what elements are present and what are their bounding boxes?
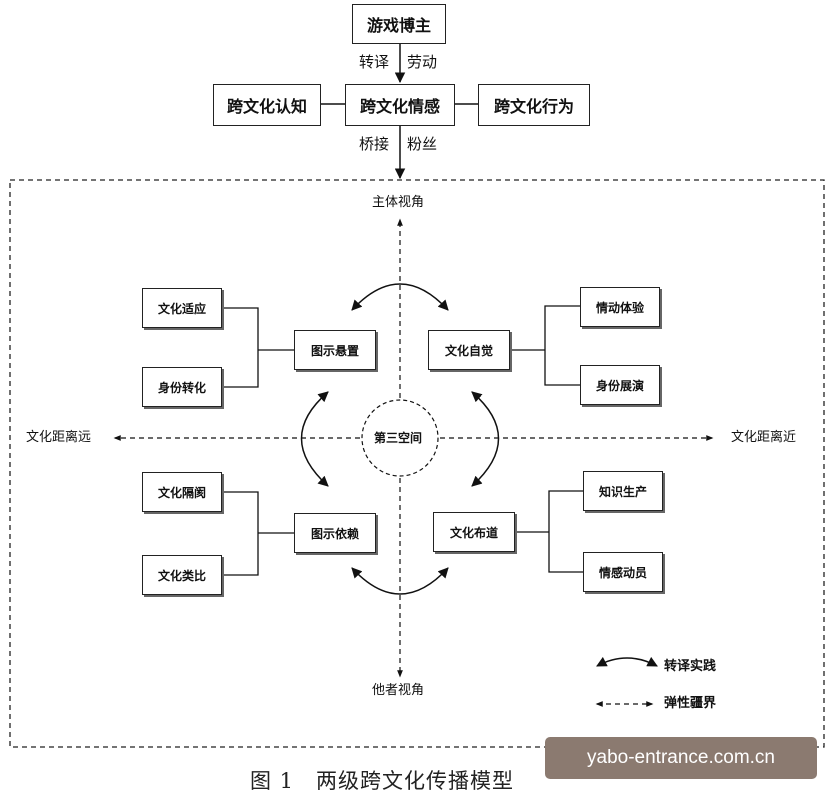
axis-label-other-perspective: 他者视角	[372, 683, 425, 698]
label-labor: 劳动	[407, 53, 438, 71]
center-circle	[361, 399, 439, 477]
leaf-knowledge-production: 知识生产	[583, 471, 663, 511]
label-fans: 粉丝	[407, 135, 438, 153]
watermark: yabo-entrance.com.cn	[545, 737, 817, 779]
label-bridge: 桥接	[359, 135, 390, 153]
curve-arrow-bottom	[351, 567, 449, 595]
center-label-third-space: 第三空间	[374, 431, 423, 445]
bracket-bottom-left	[222, 491, 294, 576]
cross-cultural-emotion-box: 跨文化情感	[345, 84, 455, 126]
label-translate: 转译	[359, 53, 390, 71]
legend-label-elastic-boundary: 弹性疆界	[664, 696, 717, 711]
bracket-top-right	[510, 305, 580, 386]
leaf-affective-experience: 情动体验	[580, 287, 660, 327]
game-blogger-box: 游戏博主	[352, 4, 446, 44]
figure-caption: 图 1 两级跨文化传播模型	[250, 769, 515, 793]
bracket-top-left	[222, 307, 294, 388]
cross-cultural-cognition-box: 跨文化认知	[213, 84, 321, 126]
leaf-cultural-adaptation: 文化适应	[142, 288, 222, 328]
curve-arrow-right	[471, 391, 500, 487]
outer-frame	[9, 179, 825, 748]
axis-label-far-cultural-distance: 文化距离远	[26, 430, 92, 445]
legend-curve-symbol	[596, 656, 658, 667]
bracket-bottom-right	[515, 490, 583, 573]
hub-cultural-evangelism: 文化布道	[433, 512, 515, 552]
cross-cultural-behavior-box: 跨文化行为	[478, 84, 590, 126]
curve-arrow-left	[300, 391, 329, 487]
curve-arrow-top	[351, 283, 449, 311]
leaf-cultural-analogy: 文化类比	[142, 555, 222, 595]
hub-schema-suspension: 图示悬置	[294, 330, 376, 370]
leaf-emotional-mobilization: 情感动员	[583, 552, 663, 592]
hub-cultural-consciousness: 文化自觉	[428, 330, 510, 370]
leaf-identity-performance: 身份展演	[580, 365, 660, 405]
axis-label-near-cultural-distance: 文化距离近	[731, 430, 797, 445]
leaf-cultural-barrier: 文化隔阂	[142, 472, 222, 512]
axis-label-subject-perspective: 主体视角	[372, 195, 425, 210]
leaf-identity-transformation: 身份转化	[142, 367, 222, 407]
hub-schema-dependence: 图示依赖	[294, 513, 376, 553]
legend-label-translation-practice: 转译实践	[664, 659, 717, 674]
